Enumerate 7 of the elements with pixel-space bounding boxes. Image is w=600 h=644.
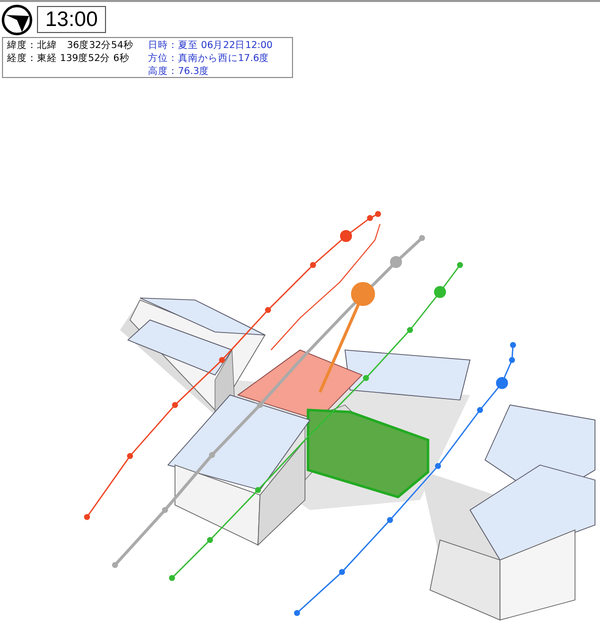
info-box (2, 37, 293, 78)
info-text: 経度：東経 139度52分 6秒 (7, 52, 130, 65)
info-text: 緯度：北緯 36度32分54秒 (7, 39, 134, 52)
info-text: 日時：夏至 06月22日12:00 (148, 39, 273, 52)
info-text: 高度：76.3度 (148, 65, 210, 78)
time-box: 13:00 (37, 6, 106, 33)
info-text: 方位：真南から西に17.6度 (148, 52, 270, 65)
